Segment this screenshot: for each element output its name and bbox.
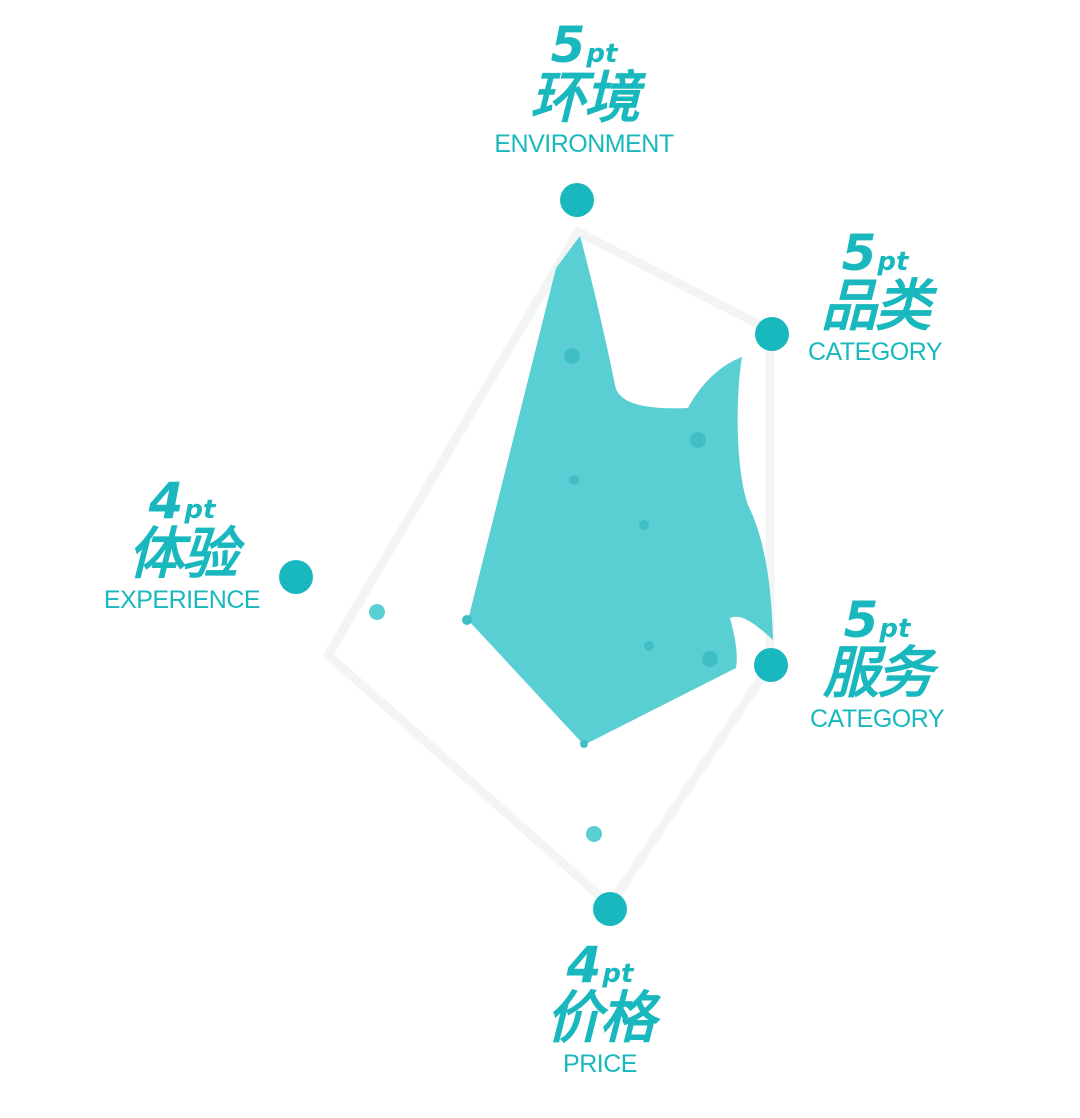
axis-score-unit: pt	[877, 247, 909, 277]
axis-score-value: 4	[148, 472, 184, 530]
axis-dot-category	[755, 317, 789, 351]
axis-score-value: 4	[566, 936, 602, 994]
axis-title-en: EXPERIENCE	[103, 585, 261, 614]
axis-score: 5pt	[474, 20, 694, 70]
axis-dot-price	[593, 892, 627, 926]
axis-score: 5pt	[772, 595, 982, 645]
inner-point	[564, 348, 580, 364]
inner-point	[702, 651, 718, 667]
inner-point	[690, 432, 706, 448]
inner-point	[644, 641, 654, 651]
inner-point	[462, 615, 472, 625]
axis-score-value: 5	[843, 591, 879, 649]
axis-title-cn: 价格	[546, 986, 656, 1051]
axis-title-en: CATEGORY	[810, 704, 945, 733]
axis-title-cn: 品类	[821, 274, 931, 339]
axis-dot-service	[754, 648, 788, 682]
axis-score-value: 5	[841, 224, 877, 282]
axis-score-unit: pt	[602, 959, 634, 989]
axis-score-unit: pt	[879, 614, 911, 644]
axis-title-en: PRICE	[563, 1049, 637, 1078]
axis-title-cn: 体验	[128, 522, 238, 587]
axis-score: 4pt	[72, 476, 292, 526]
axis-score-value: 5	[550, 16, 586, 74]
inner-point	[586, 826, 602, 842]
axis-title-cn: 服务	[823, 641, 933, 706]
radar-grid-outline	[323, 227, 775, 910]
inner-point	[580, 740, 588, 748]
axis-dot-experience	[279, 560, 313, 594]
radar-data-area	[468, 236, 773, 745]
axis-score-unit: pt	[586, 39, 618, 69]
axis-score: 4pt	[490, 940, 710, 990]
axis-dot-environment	[560, 183, 594, 217]
axis-score-unit: pt	[184, 495, 216, 525]
axis-title-cn: 环境	[530, 66, 640, 131]
inner-point	[639, 520, 649, 530]
axis-title-en: ENVIRONMENT	[494, 129, 674, 158]
axis-score: 5pt	[770, 228, 980, 278]
inner-point	[369, 604, 385, 620]
inner-point	[569, 475, 579, 485]
axis-title-en: CATEGORY	[808, 337, 943, 366]
